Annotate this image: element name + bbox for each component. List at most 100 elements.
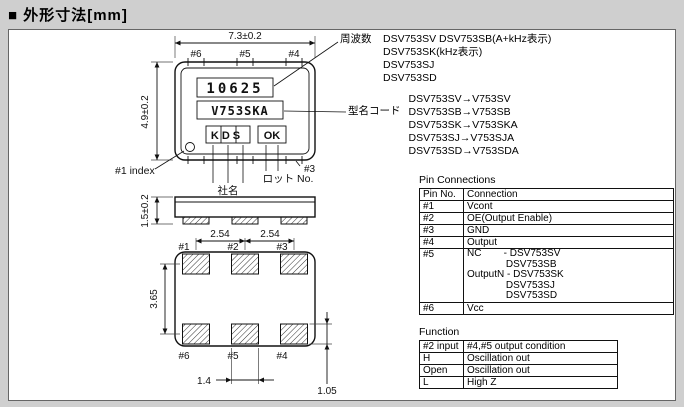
table-row: #2 OE(Output Enable)	[419, 212, 674, 225]
model-marking: V753SKA	[211, 104, 269, 118]
table-row: H Oscillation out	[419, 352, 618, 365]
pin5-connection-line: DSV753SB	[467, 258, 557, 270]
connection-cell: NC - DSV753SV DSV753SB OutputN - DSV753S…	[463, 248, 674, 303]
pin5-connection-line: NC - DSV753SV	[467, 248, 561, 259]
table-row: L High Z	[419, 376, 618, 389]
frequency-marking-box	[196, 77, 274, 98]
pin-label-5: #5	[239, 49, 251, 60]
model-code-leader-line	[283, 110, 347, 113]
pin-no-header: Pin No.	[419, 188, 464, 201]
pad-label-1: #1	[178, 242, 190, 253]
model-code-lines: DSV753SV→V753SV DSV753SB→V753SB DSV753SK…	[409, 93, 519, 158]
top-view-width-dim: 7.3±0.2	[228, 31, 262, 42]
model-code-line: DSV753SV→V753SV	[408, 93, 511, 105]
condition-cell: Oscillation out	[463, 364, 618, 377]
condition-cell: High Z	[463, 376, 618, 389]
pad-5	[231, 323, 259, 345]
table-header-row: Pin No. Connection	[419, 188, 674, 201]
bottom-view-drawing: 2.54 2.54 #1 #2 #3 3.65 #6 #5 #4	[149, 229, 337, 397]
pad-6	[182, 323, 210, 345]
lot-no-label: ロット No.	[263, 173, 314, 185]
frequency-leader-line	[273, 41, 339, 87]
input-header: #2 input	[419, 340, 464, 353]
lot-marking: OK	[264, 130, 281, 142]
lot-marking-box	[257, 125, 287, 144]
model-code-line: DSV753SB→V753SB	[408, 106, 511, 118]
connection-cell: Vcont	[463, 200, 674, 213]
model-code-label: 型名コード	[348, 105, 401, 117]
model-code-line: DSV753SD→V753SDA	[408, 145, 519, 157]
company-name-label: 社名	[218, 184, 239, 197]
pin-label-6: #6	[190, 49, 202, 60]
model-marking-box	[196, 100, 284, 120]
side-view-pad	[231, 216, 259, 225]
pad-width-dim: 1.4	[197, 376, 211, 387]
side-view-pad	[182, 216, 210, 225]
pin-cell: #6	[419, 301, 464, 315]
maker-logo-box	[205, 125, 251, 144]
pin-cell: #3	[419, 224, 464, 237]
pad-label-4: #4	[276, 351, 288, 362]
pad-label-6: #6	[178, 351, 190, 362]
connection-cell: GND	[463, 224, 674, 237]
connection-cell: OE(Output Enable)	[463, 212, 674, 225]
table-header-row: #2 input #4,#5 output condition	[419, 340, 618, 353]
side-view-drawing: 1.5±0.2	[140, 194, 316, 228]
pad-3	[280, 253, 308, 275]
pin-cell: #1	[419, 200, 464, 213]
pad-pitch-dim-left: 2.54	[210, 229, 230, 240]
frequency-note-line4: DSV753SD	[383, 72, 437, 84]
pad-label-2: #2	[227, 242, 239, 253]
input-cell: L	[419, 376, 464, 389]
connection-header: Connection	[463, 188, 674, 201]
connection-cell: Vcc	[463, 301, 674, 315]
function-table: #2 input #4,#5 output condition H Oscill…	[419, 340, 618, 389]
frequency-note-line1: DSV753SV DSV753SB(A+kHz表示)	[383, 33, 552, 45]
pin-connections-section: Pin Connections Pin No. Connection #1 Vc…	[419, 174, 674, 315]
input-cell: H	[419, 352, 464, 365]
table-row: #3 GND	[419, 224, 674, 237]
bottom-view-outline	[174, 251, 316, 347]
table-row: #6 Vcc	[419, 301, 674, 315]
table-row: #4 Output	[419, 236, 674, 249]
pin5-connection-line: OutputN - DSV753SK	[467, 269, 564, 280]
model-code-note: 型名コード DSV753SV→V753SV DSV753SB→V753SB DS…	[348, 93, 519, 158]
pin-cell: #2	[419, 212, 464, 225]
table-row: #1 Vcont	[419, 200, 674, 213]
table-row: #5 NC - DSV753SV DSV753SB OutputN - DSV7…	[419, 248, 674, 303]
top-view-drawing: 7.3±0.2 4.9±0.2 #6 #5 #4 10625	[115, 31, 347, 197]
model-code-line: DSV753SK→V753SKA	[408, 119, 518, 131]
maker-logo: KDS	[211, 130, 243, 142]
package-lid-outline	[180, 67, 310, 155]
pad-2	[231, 253, 259, 275]
pad-row-pitch-dim: 3.65	[149, 289, 160, 309]
top-view-height-dim: 4.9±0.2	[140, 95, 151, 129]
side-view-height-dim: 1.5±0.2	[140, 194, 151, 228]
pin-cell: #4	[419, 236, 464, 249]
frequency-note-line2: DSV753SK(kHz表示)	[383, 46, 483, 58]
pin-label-3-top-view: #3	[304, 164, 316, 175]
pad-height-dim: 1.05	[317, 386, 337, 397]
function-section: Function #2 input #4,#5 output condition…	[419, 326, 618, 389]
pin1-index-label: #1 index	[115, 165, 155, 177]
pad-4	[280, 323, 308, 345]
frequency-marking: 10625	[206, 81, 263, 97]
connection-cell: Output	[463, 236, 674, 249]
side-view-body	[174, 196, 316, 218]
function-title: Function	[419, 326, 460, 338]
pin-connections-title: Pin Connections	[419, 174, 496, 186]
frequency-note-row1: 周波数 DSV753SV DSV753SB(A+kHz表示)	[340, 33, 551, 46]
frequency-note-label: 周波数	[340, 33, 372, 45]
table-row: Open Oscillation out	[419, 364, 618, 377]
pin-cell: #5	[419, 248, 464, 303]
pin-connections-table: Pin No. Connection #1 Vcont #2 OE(Output…	[419, 188, 674, 315]
page-title: ■ 外形寸法[mm]	[8, 7, 128, 24]
model-code-line: DSV753SJ→V753SJA	[408, 132, 515, 144]
frequency-note-line3: DSV753SJ	[383, 59, 435, 71]
pad-label-3: #3	[276, 242, 288, 253]
pin5-connection-line: DSV753SD	[467, 290, 558, 301]
pin1-index-mark	[185, 142, 195, 152]
side-view-pad	[280, 216, 308, 225]
